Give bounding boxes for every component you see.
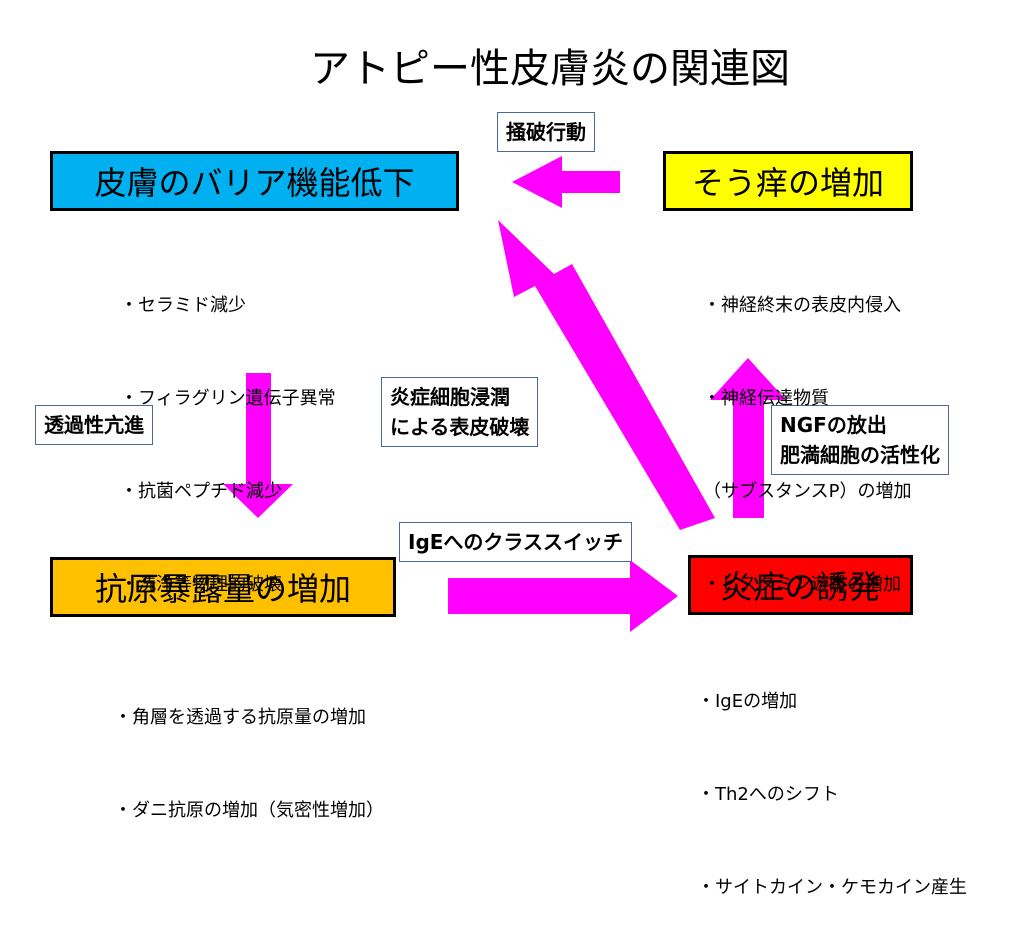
- list-item: ・神経終末の表皮内侵入: [703, 295, 901, 316]
- label-ngf: NGFの放出 肥満細胞の活性化: [771, 405, 949, 475]
- node-inflammation: 炎症の誘発: [688, 555, 913, 615]
- list-item: ・セラミド減少: [120, 295, 246, 316]
- node-barrier: 皮膚のバリア機能低下: [50, 151, 459, 211]
- list-item: （サブスタンスP）の増加: [703, 481, 912, 502]
- node-itch: そう痒の増加: [663, 151, 913, 211]
- label-ngf-line1: NGFの放出: [780, 413, 887, 437]
- list-item: ・ヒスタミン遊離の増加: [703, 574, 901, 595]
- list-item: ・角層を透過する抗原量の増加: [114, 707, 366, 728]
- label-destruction: 炎症細胞浸潤 による表皮破壊: [381, 377, 539, 447]
- list-item: ・神経伝達物質: [703, 388, 829, 409]
- list-barrier: ・セラミド減少 ・フィラグリン遺伝子異常 ・抗菌ペプチド減少 ・洗浄等物理的破壊: [120, 228, 336, 631]
- label-destruction-line2: による表皮破壊: [390, 415, 530, 439]
- arrow-itch-to-barrier: [512, 156, 620, 208]
- label-ngf-line2: 肥満細胞の活性化: [780, 443, 940, 467]
- arrow-barrier-to-antigen: [223, 373, 293, 518]
- list-item: ・サイトカイン・ケモカイン産生: [697, 877, 967, 898]
- label-destruction-line1: 炎症細胞浸潤: [390, 385, 510, 409]
- list-itch: ・神経終末の表皮内侵入 ・神経伝達物質 （サブスタンスP）の増加 ・ヒスタミン遊…: [703, 228, 912, 631]
- label-permeability: 透過性亢進: [35, 405, 153, 445]
- node-barrier-label: 皮膚のバリア機能低下: [94, 164, 415, 202]
- list-item: ・抗菌ペプチド減少: [120, 481, 282, 502]
- list-item: ・フィラグリン遺伝子異常: [120, 388, 336, 409]
- label-scratch: 掻破行動: [497, 112, 595, 152]
- label-ige-switch: IgEへのクラススイッチ: [399, 522, 633, 562]
- node-inflammation-label: 炎症の誘発: [720, 568, 881, 606]
- arrows-layer: [223, 156, 786, 632]
- list-item: ・IgEの増加: [697, 691, 798, 712]
- list-item: ・ダニ抗原の増加（気密性増加）: [114, 800, 384, 821]
- diagram-title: アトピー性皮膚炎の関連図: [310, 46, 790, 92]
- list-item: ・Th2へのシフト: [697, 784, 839, 805]
- arrow-inflammation-to-barrier: [498, 220, 715, 530]
- node-antigen-label: 抗原暴露量の増加: [94, 570, 351, 608]
- arrow-antigen-to-inflammation: [448, 560, 678, 632]
- node-itch-label: そう痒の増加: [691, 164, 884, 202]
- node-antigen: 抗原暴露量の増加: [50, 557, 396, 617]
- list-antigen: ・角層を透過する抗原量の増加 ・ダニ抗原の増加（気密性増加）: [114, 640, 384, 857]
- list-item: ・洗浄等物理的破壊: [120, 574, 282, 595]
- list-inflammation: ・IgEの増加 ・Th2へのシフト ・サイトカイン・ケモカイン産生: [697, 624, 967, 934]
- arrow-inflammation-to-itch: [710, 358, 786, 518]
